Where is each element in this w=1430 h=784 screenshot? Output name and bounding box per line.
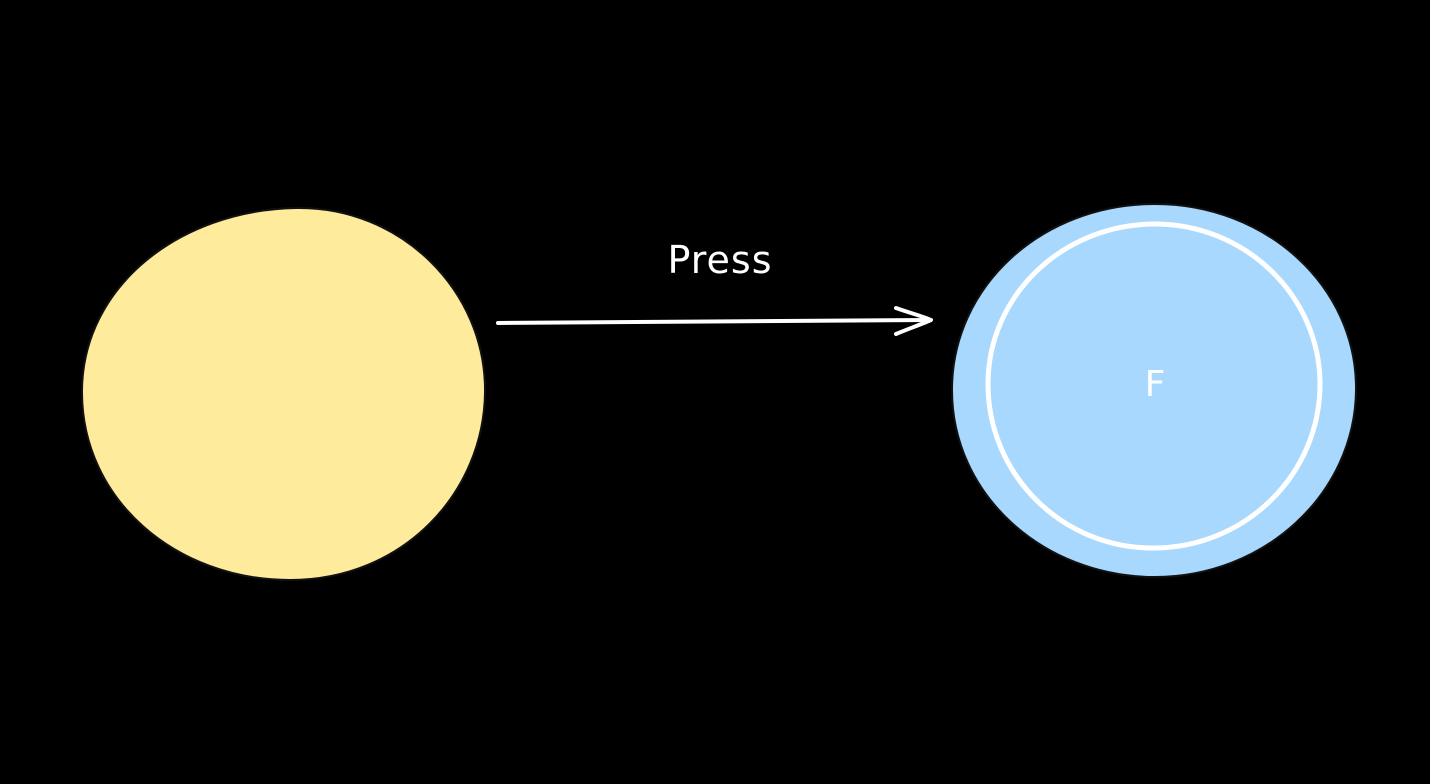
key-letter-label: F [1144, 364, 1166, 405]
idle-circle-fill [80, 206, 487, 582]
pressed-circle-fill [950, 202, 1358, 579]
press-label: Press [667, 238, 773, 282]
pressed-inner-ring [985, 221, 1323, 551]
arrow-shaft [496, 318, 932, 325]
pressed-state-circle [950, 202, 1358, 579]
arrow-head [894, 306, 933, 336]
idle-state-circle [80, 206, 487, 582]
press-arrow [496, 306, 933, 336]
